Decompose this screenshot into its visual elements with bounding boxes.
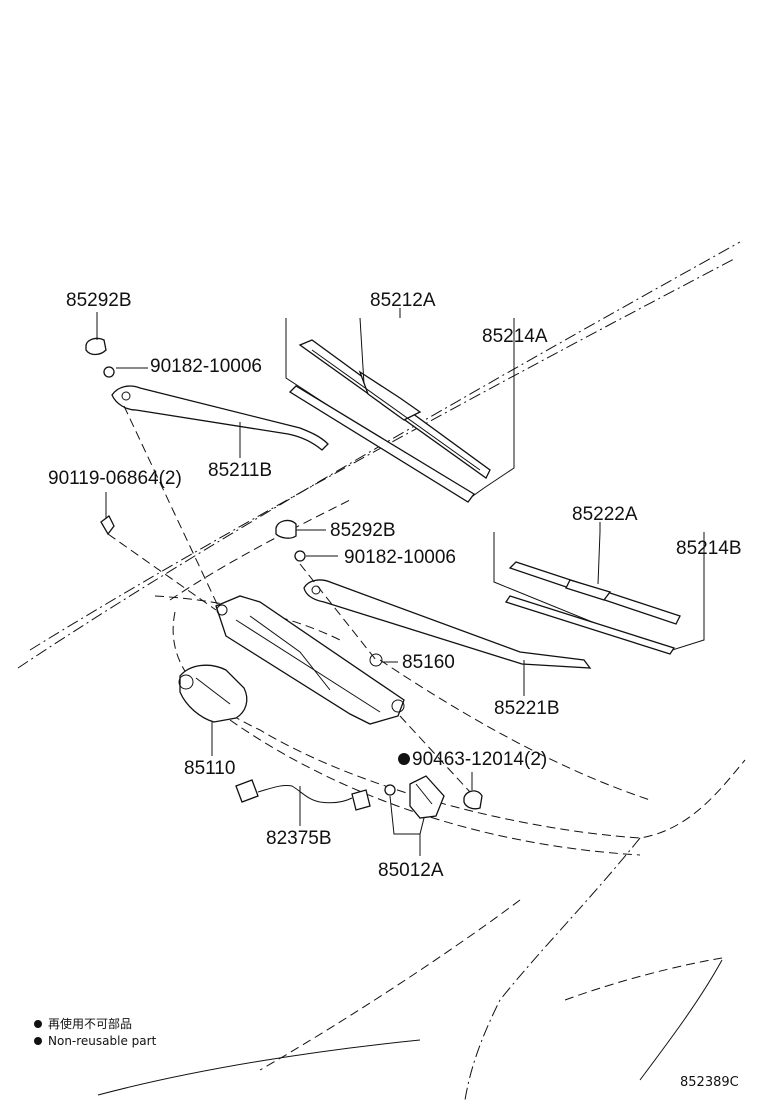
- label-85160: 85160: [402, 652, 455, 673]
- bracket-85012A: [384, 775, 483, 819]
- label-85292B-top: 85292B: [66, 290, 132, 311]
- wire-harness-82375B: [235, 779, 371, 811]
- passenger-wiper-blade-85222A: [493, 532, 705, 655]
- bolt-90119: [100, 515, 115, 536]
- label-85222A: 85222A: [572, 504, 638, 525]
- label-90119: 90119-06864(2): [48, 468, 182, 489]
- legend-bullet-2: [34, 1037, 42, 1045]
- nut-90182-top: [103, 366, 115, 378]
- part-labels: 85292B 90182-10006 85211B 90119-06864(2)…: [48, 290, 742, 881]
- legend-text-en: Non-reusable part: [48, 1034, 157, 1048]
- legend: 再使用不可部品 Non-reusable part: [34, 1016, 157, 1048]
- label-85212A: 85212A: [370, 290, 436, 311]
- label-85110: 85110: [184, 758, 235, 779]
- wiper-link-85160: [215, 595, 405, 725]
- label-85292B-mid: 85292B: [330, 520, 396, 541]
- wiper-motor-85110: [178, 664, 248, 723]
- cap-85292B-top: [85, 337, 107, 356]
- label-90463: 90463-12014(2): [412, 749, 547, 770]
- label-85221B: 85221B: [494, 698, 560, 719]
- legend-bullet-1: [34, 1020, 42, 1028]
- leader-lines: [96, 308, 705, 856]
- legend-text-jp: 再使用不可部品: [48, 1016, 132, 1031]
- label-85012A: 85012A: [378, 860, 444, 881]
- label-90182-mid: 90182-10006: [344, 547, 456, 568]
- label-85214B: 85214B: [676, 538, 742, 559]
- nut-90182-mid: [294, 550, 306, 562]
- front-wiper-arm-85211B: [111, 385, 329, 451]
- label-85211B: 85211B: [208, 460, 272, 481]
- label-90182-top: 90182-10006: [150, 356, 262, 377]
- diagram-code: 852389C: [680, 1075, 739, 1090]
- cap-85292B-mid: [275, 519, 297, 539]
- vehicle-body-outline: [17, 241, 746, 1101]
- non-reusable-marker: [398, 753, 410, 765]
- front-wiper-blade-85212A: [285, 318, 515, 503]
- label-82375B: 82375B: [266, 828, 332, 849]
- label-85214A: 85214A: [482, 326, 548, 347]
